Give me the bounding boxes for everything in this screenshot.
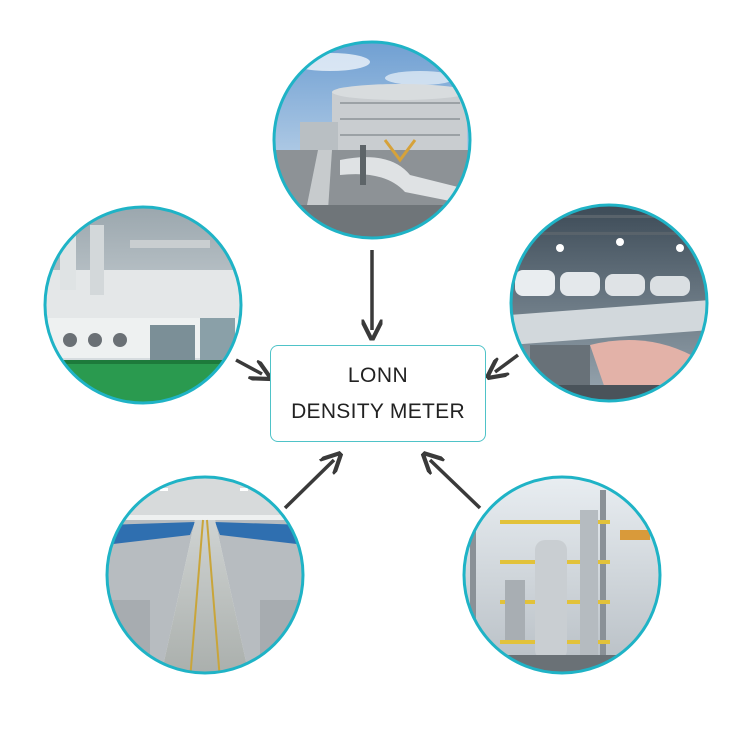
arrow-from-bottom-right [430, 460, 482, 510]
chemical-plant-ring [462, 475, 662, 675]
center-title-line1: LONN [347, 363, 409, 387]
paper-mill-ring [509, 203, 709, 403]
textile-spinning-ring [105, 475, 305, 675]
oil-storage-tank-ring [272, 40, 472, 240]
arrow-from-bottom-left [283, 460, 334, 510]
center-title-line2: DENSITY METER [291, 399, 465, 423]
chemical-plant-photo [464, 477, 660, 673]
arrow-from-right [495, 353, 520, 372]
arrow-from-left [235, 358, 262, 374]
dyeing-machinery-ring [43, 205, 243, 405]
center-label-box: LONN DENSITY METER [270, 345, 486, 442]
